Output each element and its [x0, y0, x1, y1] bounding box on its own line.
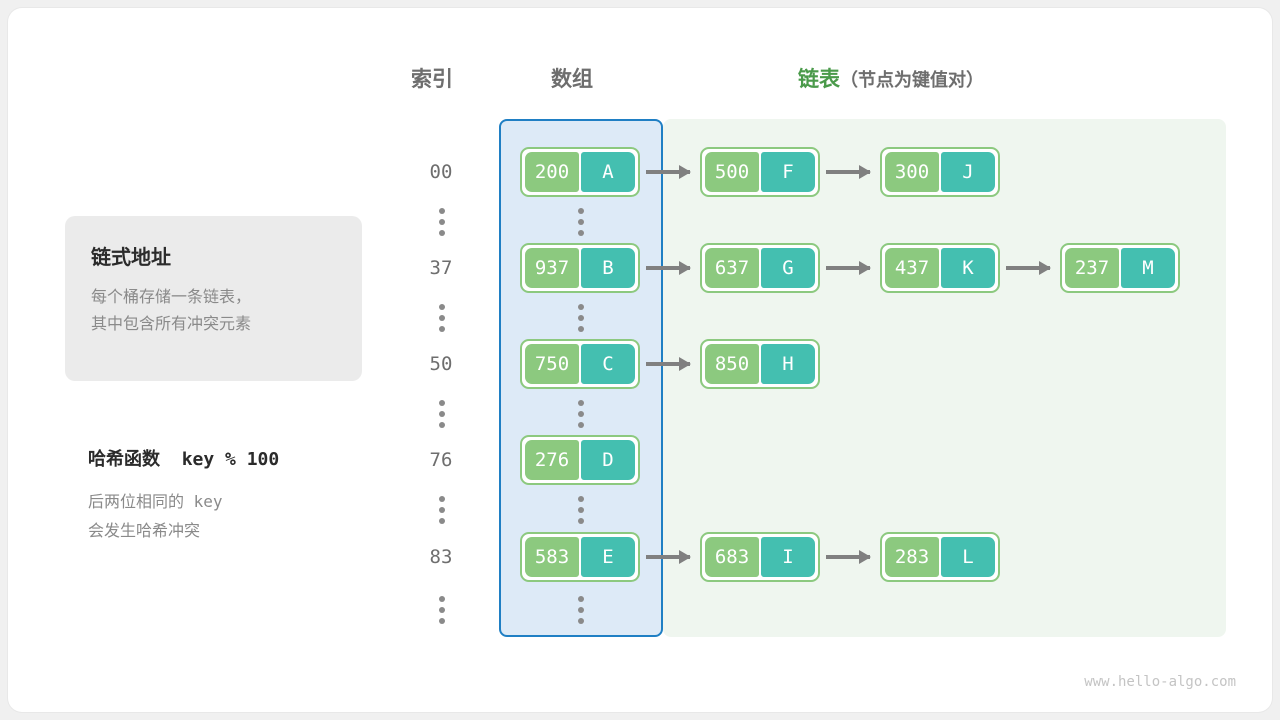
node-value: E [581, 537, 635, 577]
index-label: 00 [429, 161, 453, 183]
hash-function-note: 后两位相同的 key 会发生哈希冲突 [88, 487, 223, 546]
index-column-ellipsis [439, 208, 445, 236]
info-card-line-1: 每个桶存储一条链表， [91, 289, 252, 306]
node-value: J [941, 152, 995, 192]
chain-arrow-4-1 [826, 550, 871, 564]
chain-arrow-1-2 [1006, 261, 1051, 275]
node-value: B [581, 248, 635, 288]
chain-arrow-4-0 [646, 550, 691, 564]
node-key: 283 [885, 537, 939, 577]
footer-watermark: www.hello-algo.com [1084, 674, 1236, 690]
node-value: M [1121, 248, 1175, 288]
index-column-ellipsis [439, 496, 445, 524]
node-value: A [581, 152, 635, 192]
hash-function-expression: key % 100 [181, 449, 280, 470]
chain-arrow-2-0 [646, 357, 691, 371]
array-column-ellipsis [578, 496, 584, 524]
node-key: 276 [525, 440, 579, 480]
node-value: D [581, 440, 635, 480]
node-value: L [941, 537, 995, 577]
node-value: K [941, 248, 995, 288]
hash-function-title: 哈希函数 key % 100 [88, 445, 279, 471]
chain-arrow-1-1 [826, 261, 871, 275]
node-key: 500 [705, 152, 759, 192]
node-key: 583 [525, 537, 579, 577]
index-column-ellipsis [439, 596, 445, 624]
info-card-title: 链式地址 [91, 247, 171, 269]
node-key: 200 [525, 152, 579, 192]
node-key: 937 [525, 248, 579, 288]
index-column-ellipsis [439, 400, 445, 428]
chain-arrow-0-0 [646, 165, 691, 179]
index-column-ellipsis [439, 304, 445, 332]
node-value: F [761, 152, 815, 192]
header-linked-list-main: 链表 [798, 68, 840, 91]
node-key: 683 [705, 537, 759, 577]
header-array: 数组 [551, 68, 593, 91]
node-value: H [761, 344, 815, 384]
header-linked-list: 链表（节点为键值对） [798, 63, 984, 93]
hash-note-line-1-keyword: key [193, 492, 223, 511]
info-card-line-2: 其中包含所有冲突元素 [91, 316, 252, 333]
header-linked-list-sub: （节点为键值对） [840, 70, 984, 90]
hash-note-line-1-text: 后两位相同的 [88, 494, 185, 511]
info-card-body: 每个桶存储一条链表， 其中包含所有冲突元素 [91, 284, 251, 338]
array-column-ellipsis [578, 400, 584, 428]
node-value: I [761, 537, 815, 577]
chain-arrow-0-1 [826, 165, 871, 179]
header-index: 索引 [411, 68, 453, 91]
index-label: 76 [429, 449, 453, 471]
node-value: G [761, 248, 815, 288]
node-key: 237 [1065, 248, 1119, 288]
node-key: 300 [885, 152, 939, 192]
index-label: 37 [429, 257, 453, 279]
diagram-card: 索引 数组 链表（节点为键值对） 链式地址 每个桶存储一条链表， 其中包含所有冲… [8, 8, 1272, 712]
hash-note-line-1: 后两位相同的 key [88, 487, 223, 517]
info-card: 链式地址 每个桶存储一条链表， 其中包含所有冲突元素 [65, 216, 362, 381]
node-key: 637 [705, 248, 759, 288]
node-key: 437 [885, 248, 939, 288]
array-column-ellipsis [578, 208, 584, 236]
node-key: 850 [705, 344, 759, 384]
chain-arrow-1-0 [646, 261, 691, 275]
array-column-ellipsis [578, 596, 584, 624]
node-value: C [581, 344, 635, 384]
index-label: 50 [429, 353, 453, 375]
array-column-ellipsis [578, 304, 584, 332]
hash-note-line-2: 会发生哈希冲突 [88, 523, 201, 540]
hash-function-label: 哈希函数 [88, 449, 160, 469]
node-key: 750 [525, 344, 579, 384]
index-label: 83 [429, 546, 453, 568]
